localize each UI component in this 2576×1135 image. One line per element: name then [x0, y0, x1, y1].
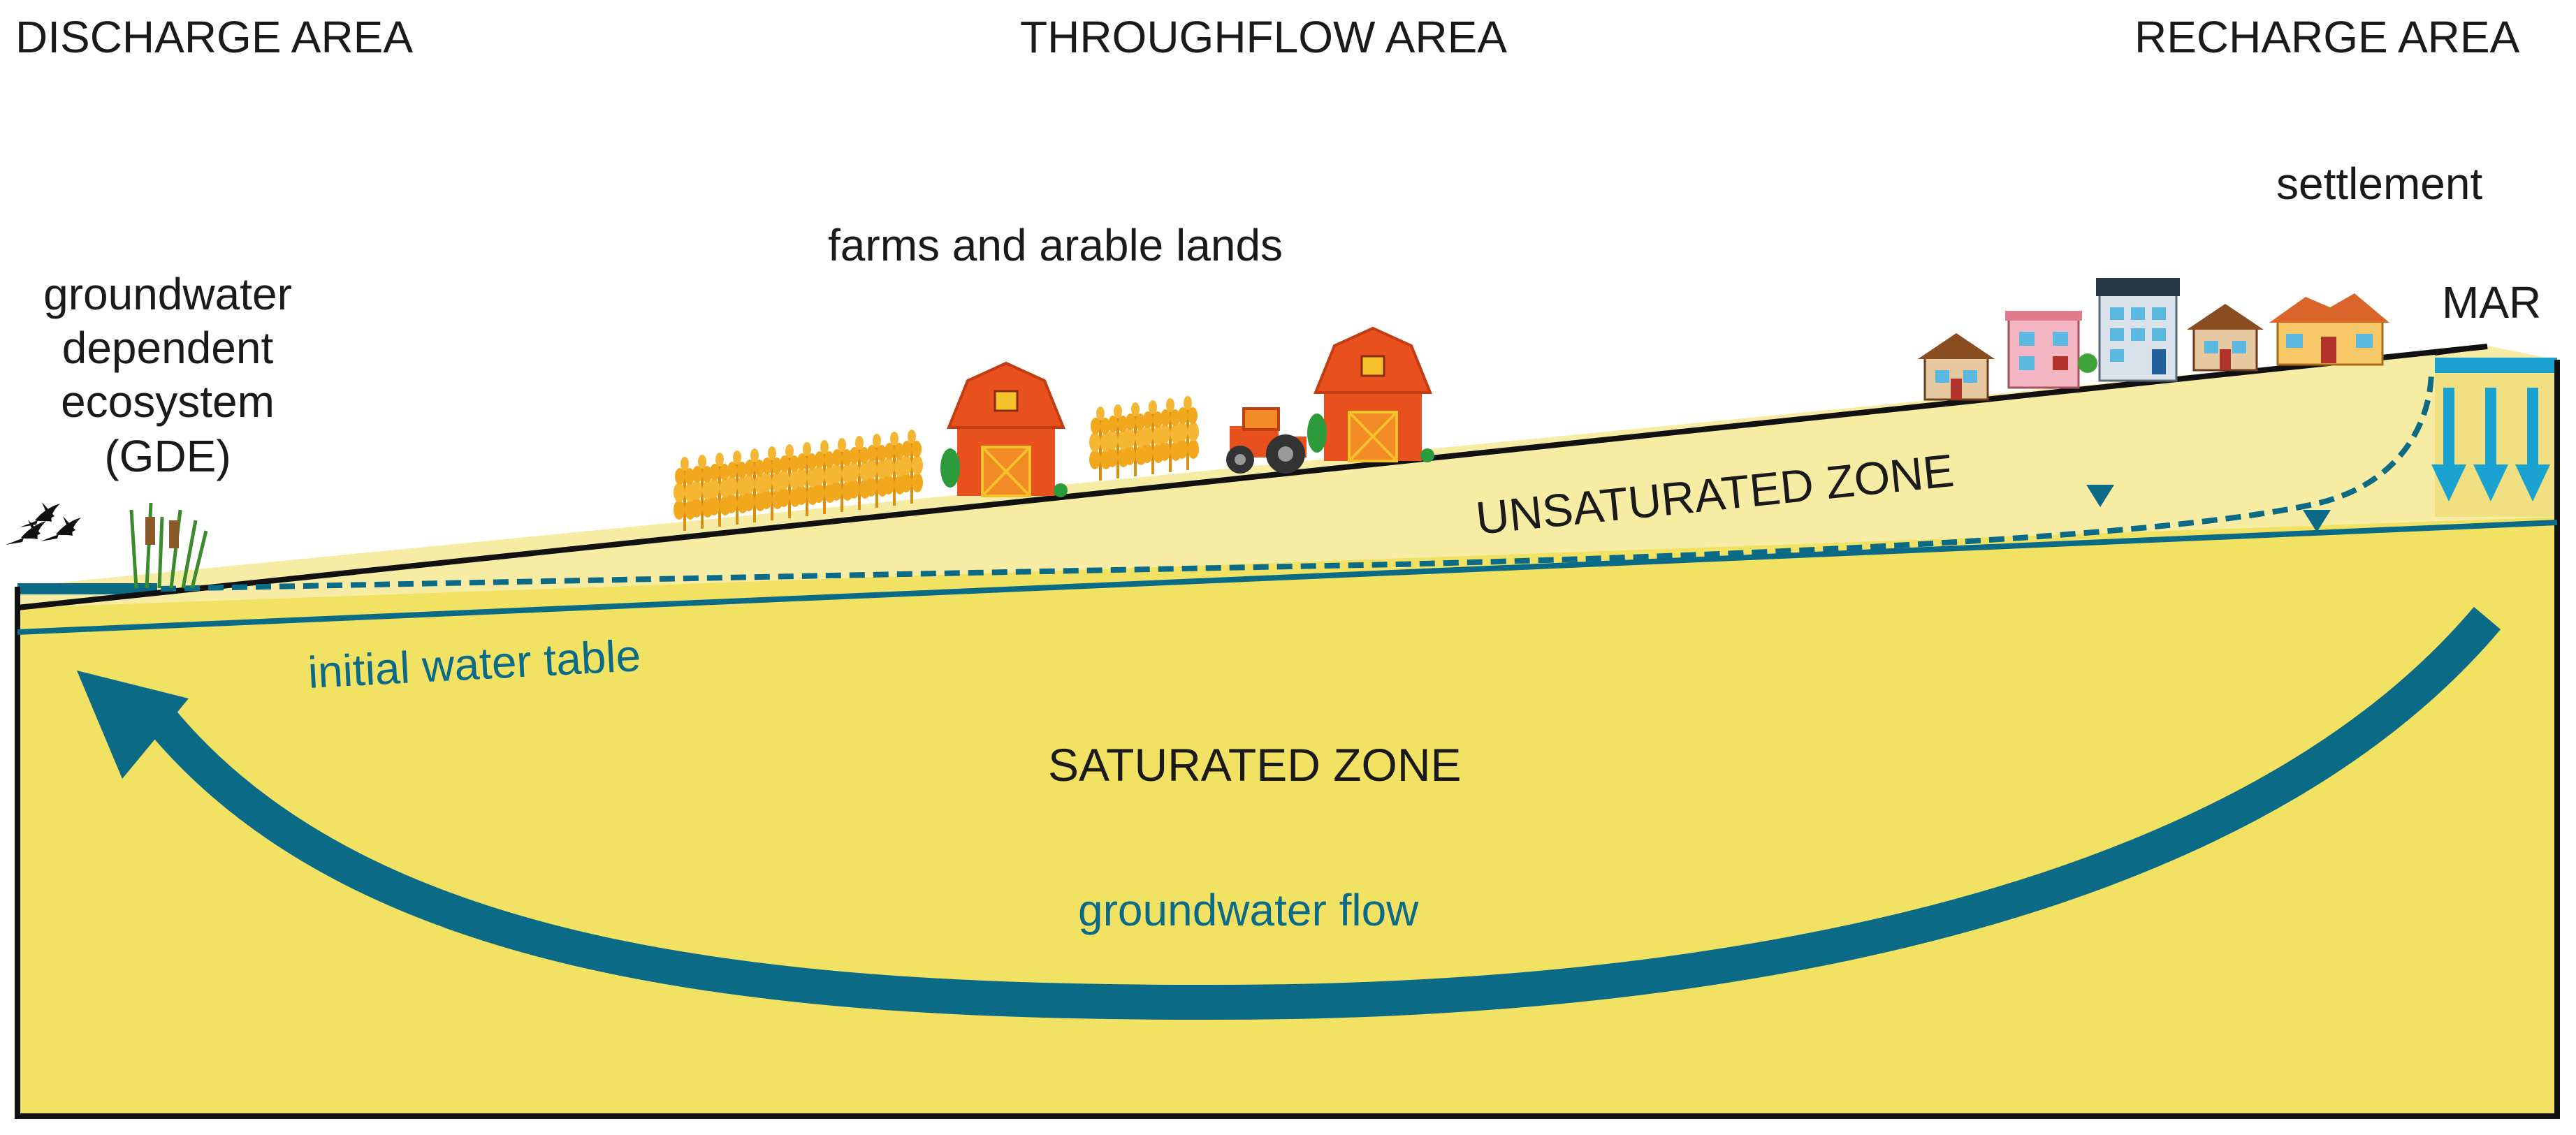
recharge-arrow-icon: [2515, 388, 2550, 501]
frame: [15, 360, 2560, 1119]
gde-label-line4: (GDE): [104, 431, 231, 481]
house-icon: [2005, 311, 2082, 389]
saturated-zone-fill: [17, 517, 2557, 1116]
house-icon: [1916, 332, 1996, 401]
discharge-area-label: DISCHARGE AREA: [15, 12, 413, 62]
house-icon: [2185, 302, 2265, 372]
house-icon: [2269, 293, 2389, 366]
groundwater-flow-label: groundwater flow: [1078, 885, 1419, 935]
gde-label-line3: ecosystem: [61, 376, 275, 427]
throughflow-area-label: THROUGHFLOW AREA: [1020, 12, 1507, 62]
reeds-icon: [129, 502, 208, 589]
raised-water-table-line: [160, 369, 2434, 592]
barn-icon: [1306, 327, 1436, 464]
recharge-area-label: RECHARGE AREA: [2134, 12, 2520, 62]
settlement-label: settlement: [2276, 159, 2482, 209]
house-icon: [2078, 278, 2180, 382]
discharge-water: [17, 583, 157, 594]
recharge-arrows: [2431, 388, 2550, 501]
mar-label: MAR: [2442, 277, 2541, 328]
mar-water: [2435, 358, 2557, 373]
initial-water-table-line: [17, 520, 2558, 635]
saturated-zone-label: SATURATED ZONE: [1048, 739, 1462, 791]
ground-surface: [17, 344, 2488, 610]
birds-icon: [6, 502, 81, 545]
water-tables: [17, 369, 2558, 635]
wheat-icon: [1088, 395, 1200, 482]
gde-label-line2: dependent: [62, 323, 274, 373]
gde-label-line1: groundwater: [43, 269, 292, 319]
barn-icon: [939, 362, 1069, 499]
tractor-icon: [1226, 407, 1307, 474]
farms-label: farms and arable lands: [828, 220, 1283, 270]
recharge-arrow-icon: [2431, 388, 2466, 501]
recharge-arrow-icon: [2473, 388, 2508, 501]
groundwater-flow-arrow: [77, 606, 2501, 1020]
